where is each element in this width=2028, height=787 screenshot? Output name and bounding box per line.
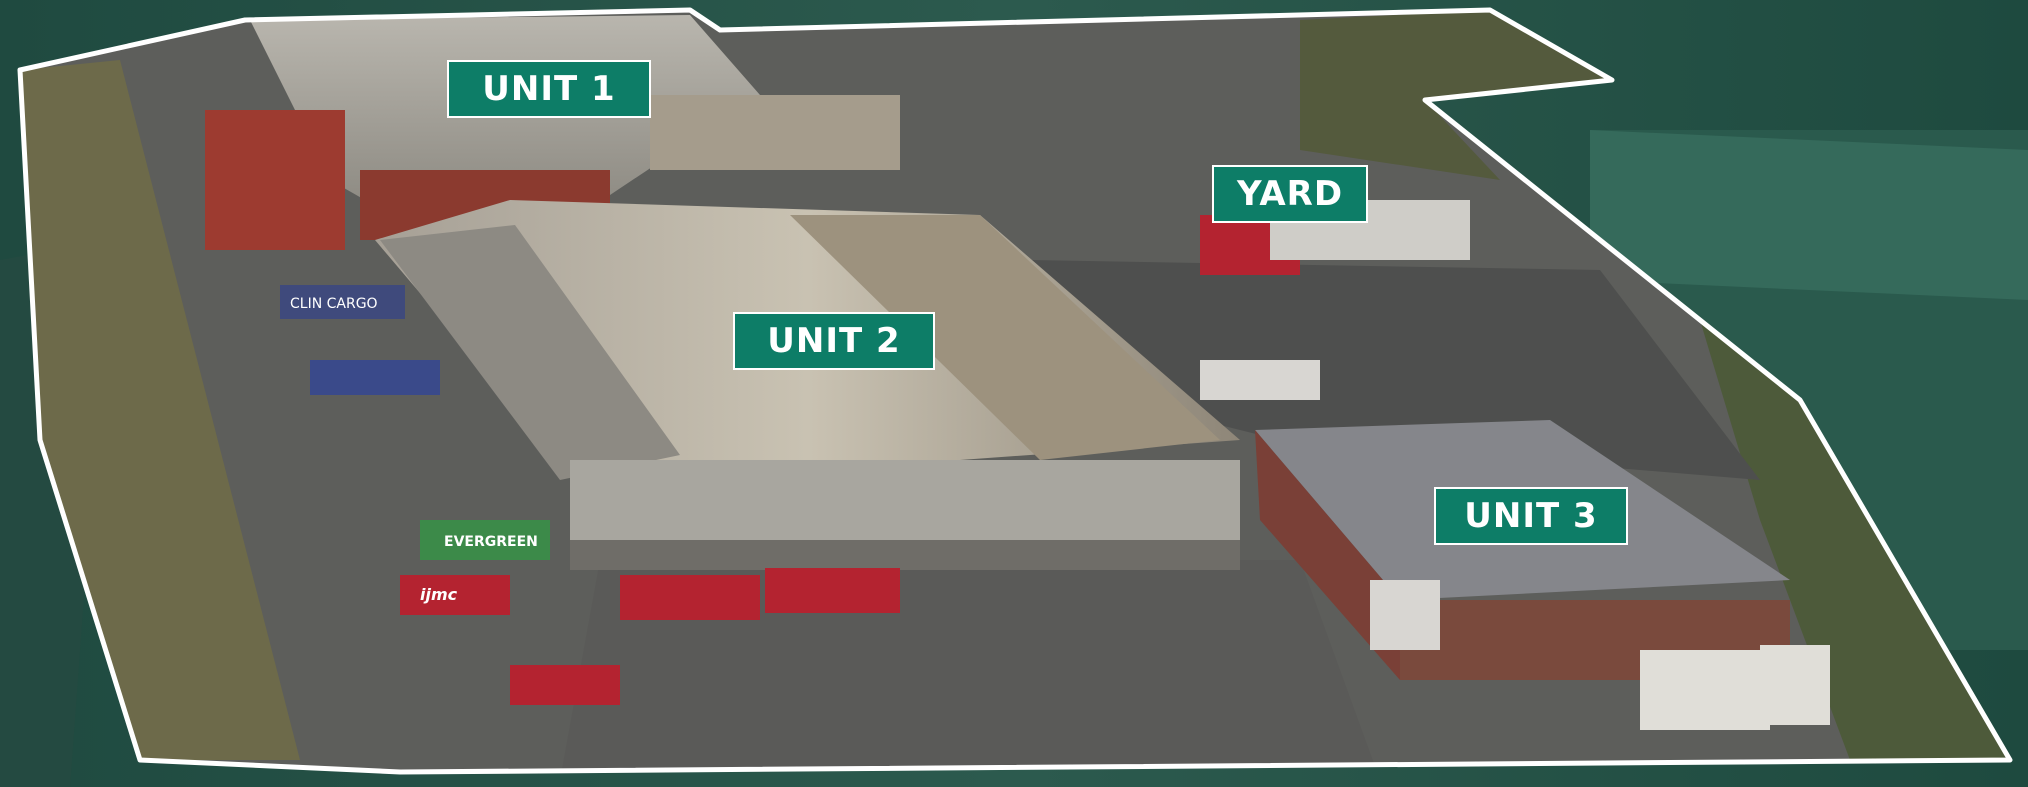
unit-2-label: UNIT 2: [733, 312, 935, 370]
unit-1-label: UNIT 1: [447, 60, 651, 118]
evergreen-container-sign: EVERGREEN: [444, 534, 538, 550]
unit-3-label: UNIT 3: [1434, 487, 1628, 545]
yard-label: YARD: [1212, 165, 1368, 223]
site-boundary-outline: [17, 7, 2013, 775]
brand-sign: ijmc: [420, 585, 458, 604]
cargo-trailer-sign: CLIN CARGO: [290, 296, 378, 312]
